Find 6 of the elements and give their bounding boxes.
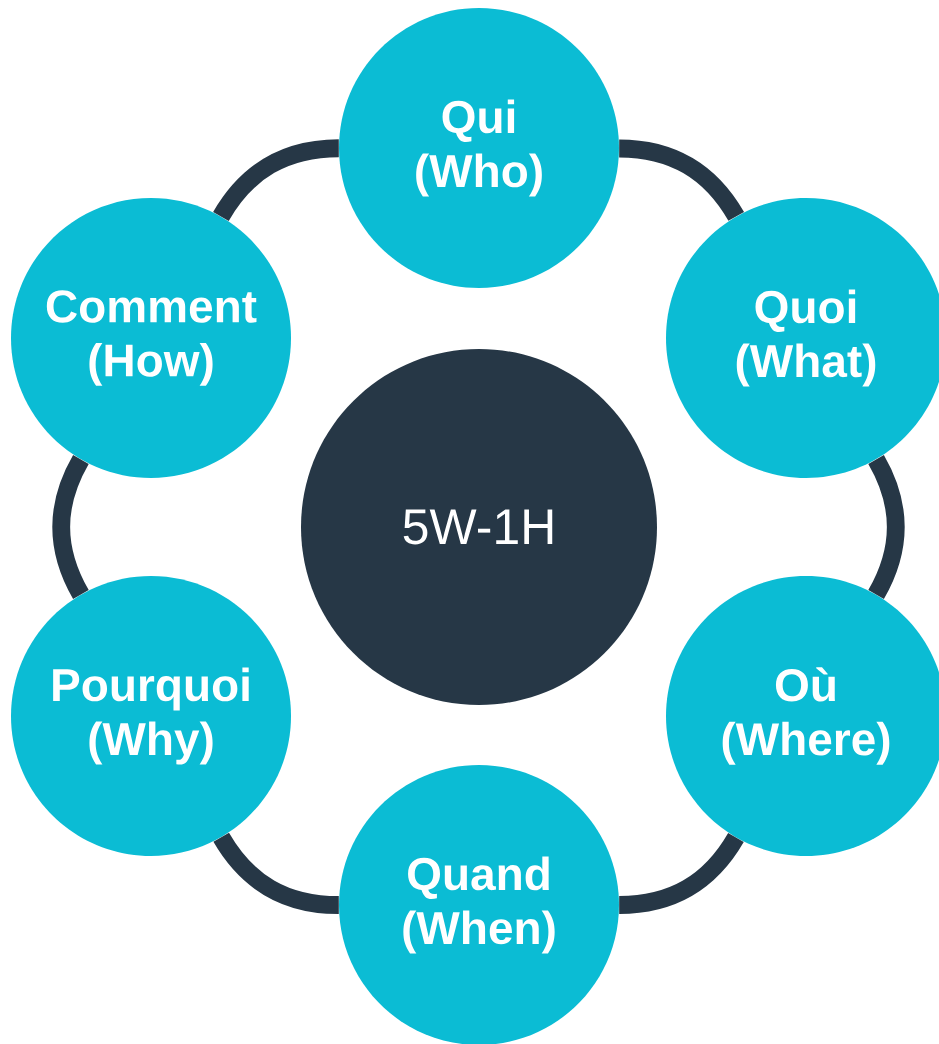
ring-segment xyxy=(213,832,340,915)
ring-segment xyxy=(618,139,744,222)
ring-segment xyxy=(52,455,89,599)
ring-segment xyxy=(618,832,744,914)
ring-segment xyxy=(213,139,340,222)
ring-segment xyxy=(868,455,905,599)
